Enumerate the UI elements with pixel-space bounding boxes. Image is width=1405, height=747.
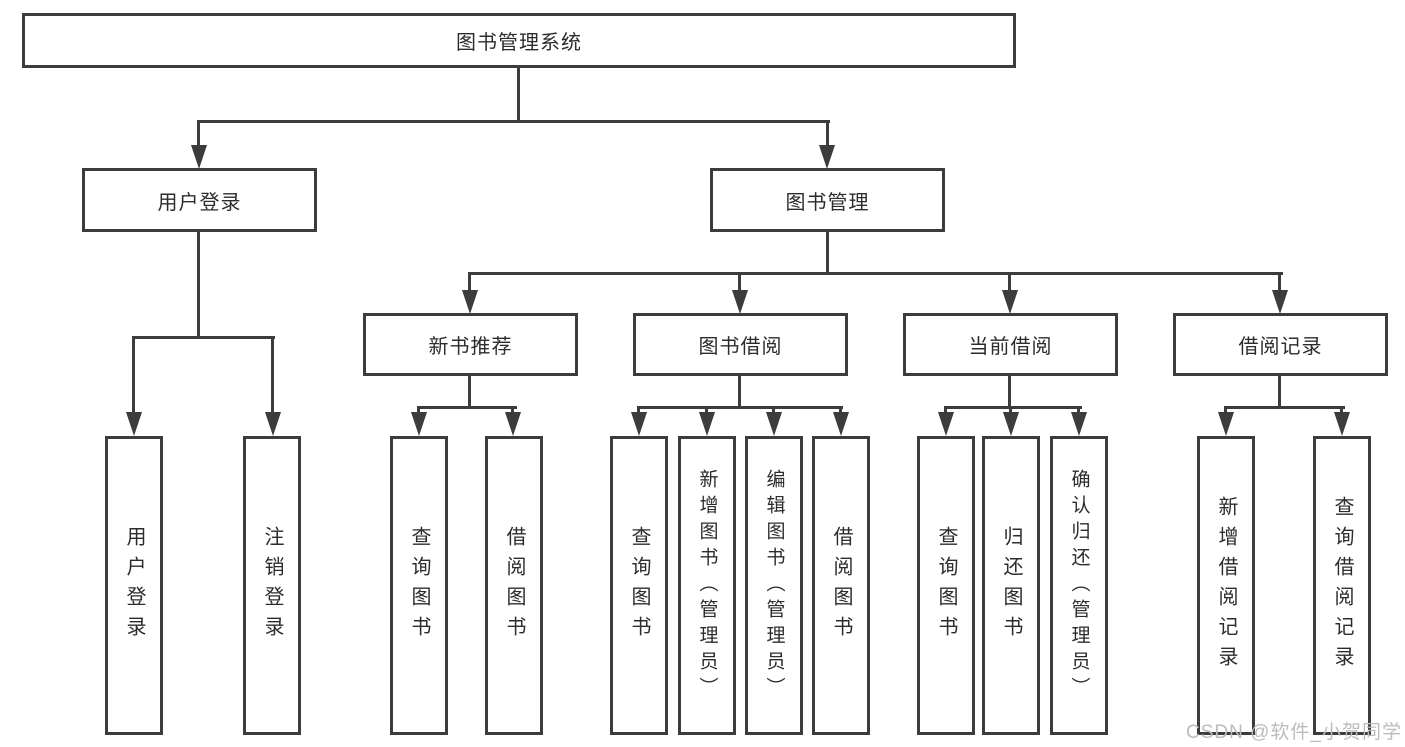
- connector-line: [1278, 376, 1281, 409]
- connector-line: [839, 406, 842, 415]
- leaf-query-books-recommend-label: 查询图书: [408, 525, 430, 646]
- connector-line: [271, 336, 274, 414]
- node-current-borrowing: 当前借阅: [903, 313, 1118, 376]
- leaf-add-borrow-record-label: 新增借阅记录: [1215, 495, 1237, 676]
- leaf-query-books-current-label: 查询图书: [935, 525, 957, 646]
- connector-line: [1278, 272, 1281, 293]
- node-book-management: 图书管理: [710, 168, 945, 232]
- leaf-add-borrow-record: 新增借阅记录: [1197, 436, 1255, 735]
- leaf-borrow-books-borrowing-label: 借阅图书: [830, 525, 852, 646]
- leaf-borrow-books-recommend: 借阅图书: [485, 436, 543, 735]
- leaf-query-borrow-record: 查询借阅记录: [1313, 436, 1371, 735]
- connector-line: [468, 376, 471, 409]
- arrow-down-icon: [126, 412, 142, 436]
- leaf-query-books-borrowing: 查询图书: [610, 436, 668, 735]
- connector-line: [1224, 406, 1227, 415]
- connector-line: [944, 406, 1082, 409]
- node-borrowing-records: 借阅记录: [1173, 313, 1388, 376]
- watermark-text: CSDN @软件_小贺同学: [1186, 722, 1402, 743]
- arrow-down-icon: [1272, 290, 1288, 314]
- leaf-add-book-admin: 新增图书（管理员）: [678, 436, 736, 735]
- connector-line: [197, 232, 200, 339]
- leaf-query-books-recommend: 查询图书: [390, 436, 448, 735]
- leaf-borrow-books-recommend-label: 借阅图书: [503, 525, 525, 646]
- connector-line: [417, 406, 517, 409]
- node-new-book-recommend: 新书推荐: [363, 313, 578, 376]
- node-book-management-label: 图书管理: [785, 191, 870, 214]
- node-current-borrowing-label: 当前借阅: [968, 336, 1053, 358]
- connector-line: [826, 232, 829, 275]
- connector-line: [197, 120, 200, 148]
- leaf-logout-label: 注销登录: [261, 525, 283, 646]
- connector-line: [132, 336, 135, 414]
- leaf-query-borrow-record-label: 查询借阅记录: [1331, 495, 1353, 676]
- leaf-confirm-return-admin-label: 确认归还（管理员）: [1068, 468, 1090, 703]
- node-book-borrowing: 图书借阅: [633, 313, 848, 376]
- leaf-borrow-books-borrowing: 借阅图书: [812, 436, 870, 735]
- connector-line: [1009, 406, 1012, 415]
- arrow-down-icon: [505, 412, 521, 436]
- arrow-down-icon: [1334, 412, 1350, 436]
- arrow-down-icon: [699, 412, 715, 436]
- leaf-user-login: 用户登录: [105, 436, 163, 735]
- connector-line: [738, 272, 741, 293]
- connector-line: [511, 406, 514, 415]
- node-borrowing-records-label: 借阅记录: [1238, 336, 1323, 358]
- arrow-down-icon: [1071, 412, 1087, 436]
- arrow-down-icon: [631, 412, 647, 436]
- arrow-down-icon: [411, 412, 427, 436]
- leaf-user-login-label: 用户登录: [123, 525, 145, 646]
- arrow-down-icon: [1003, 412, 1019, 436]
- connector-line: [468, 272, 471, 293]
- connector-line: [197, 120, 830, 123]
- connector-line: [417, 406, 420, 415]
- connector-line: [637, 406, 640, 415]
- connector-line: [738, 376, 741, 409]
- arrow-down-icon: [191, 145, 207, 169]
- node-library-system-label: 图书管理系统: [456, 32, 582, 54]
- arrow-down-icon: [732, 290, 748, 314]
- leaf-return-books-label: 归还图书: [1000, 525, 1022, 646]
- connector-line: [637, 406, 843, 409]
- leaf-edit-book-admin-label: 编辑图书（管理员）: [763, 468, 785, 703]
- arrow-down-icon: [462, 290, 478, 314]
- arrow-down-icon: [1218, 412, 1234, 436]
- connector-line: [1077, 406, 1080, 415]
- connector-line: [517, 68, 520, 123]
- leaf-return-books: 归还图书: [982, 436, 1040, 735]
- leaf-query-books-current: 查询图书: [917, 436, 975, 735]
- arrow-down-icon: [833, 412, 849, 436]
- node-user-login: 用户登录: [82, 168, 317, 232]
- connector-line: [772, 406, 775, 415]
- arrow-down-icon: [819, 145, 835, 169]
- arrow-down-icon: [938, 412, 954, 436]
- connector-line: [1008, 272, 1011, 293]
- connector-line: [826, 120, 829, 148]
- connector-line: [132, 336, 275, 339]
- leaf-confirm-return-admin: 确认归还（管理员）: [1050, 436, 1108, 735]
- connector-line: [1008, 376, 1011, 409]
- leaf-edit-book-admin: 编辑图书（管理员）: [745, 436, 803, 735]
- arrow-down-icon: [766, 412, 782, 436]
- node-book-borrowing-label: 图书借阅: [698, 336, 783, 358]
- leaf-logout: 注销登录: [243, 436, 301, 735]
- node-library-system: 图书管理系统: [22, 13, 1016, 68]
- connector-line: [705, 406, 708, 415]
- connector-line: [468, 272, 1283, 275]
- leaf-query-books-borrowing-label: 查询图书: [628, 525, 650, 646]
- node-new-book-recommend-label: 新书推荐: [428, 336, 513, 358]
- connector-line: [1224, 406, 1345, 409]
- connector-line: [944, 406, 947, 415]
- connector-line: [1340, 406, 1343, 415]
- arrow-down-icon: [1002, 290, 1018, 314]
- arrow-down-icon: [265, 412, 281, 436]
- leaf-add-book-admin-label: 新增图书（管理员）: [696, 468, 718, 703]
- node-user-login-label: 用户登录: [157, 191, 242, 214]
